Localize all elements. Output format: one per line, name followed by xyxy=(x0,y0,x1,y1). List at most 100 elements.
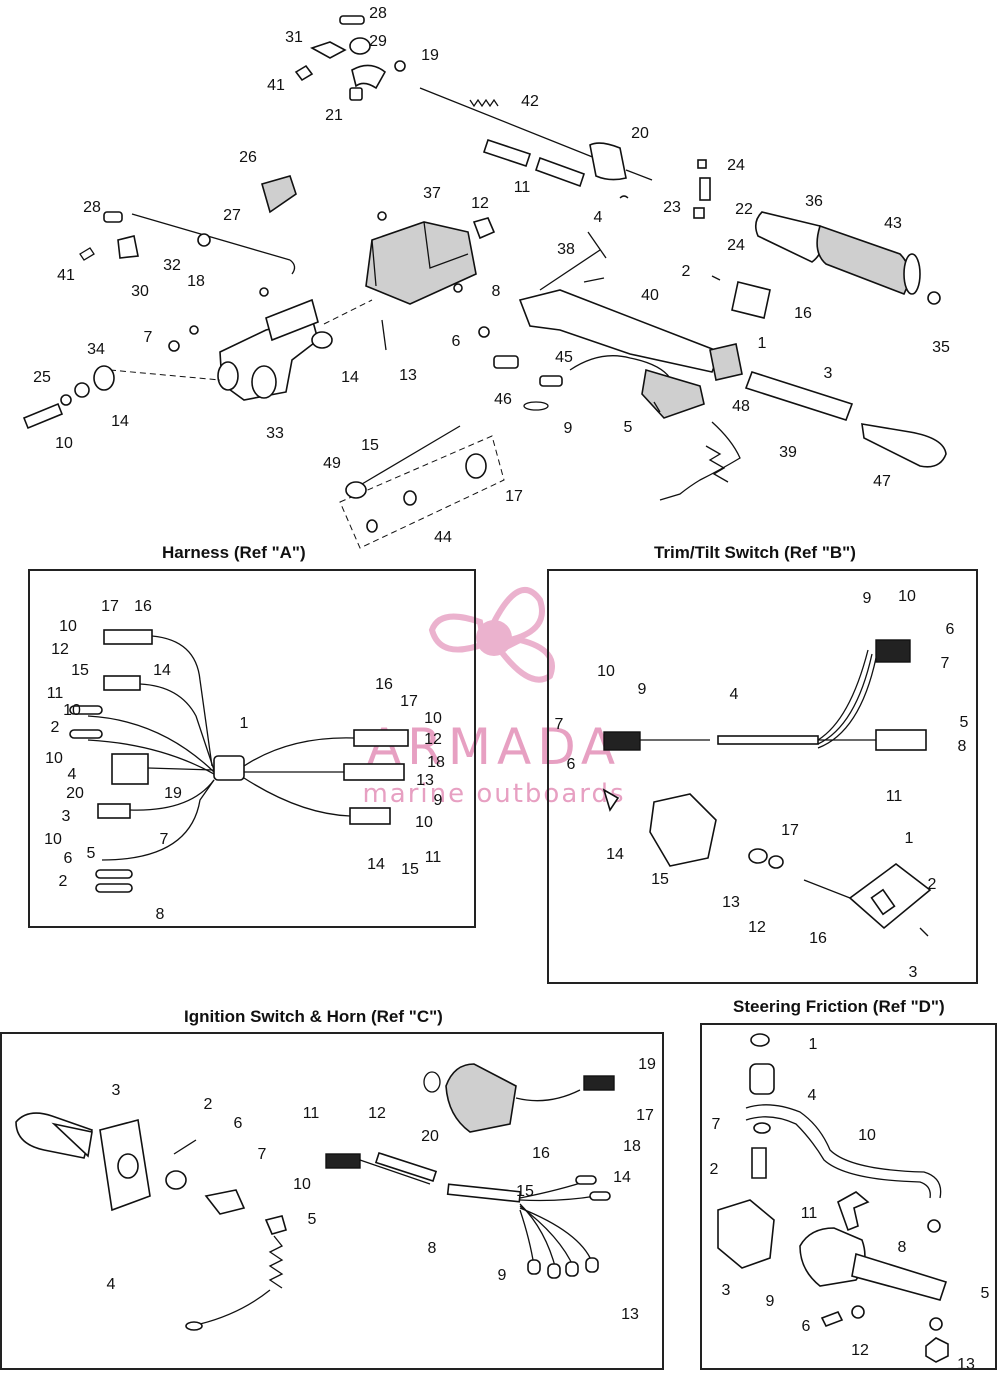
main-callout-42: 42 xyxy=(521,93,539,110)
harness-title: Harness (Ref "A") xyxy=(162,543,306,562)
trim-tilt-title: Trim/Tilt Switch (Ref "B") xyxy=(654,543,856,562)
ignition-callout-9: 9 xyxy=(498,1267,507,1284)
ignition-callout-11: 11 xyxy=(303,1105,320,1122)
main-callout-28: 28 xyxy=(369,5,387,22)
main-callout-12: 12 xyxy=(471,195,489,212)
main-callout-6: 6 xyxy=(452,333,461,350)
trim-tilt-callout-12: 12 xyxy=(748,919,766,936)
harness-callout-1: 1 xyxy=(240,715,249,732)
main-callout-29: 29 xyxy=(369,33,387,50)
trim-tilt-callout-9: 9 xyxy=(863,590,872,607)
harness-callout-9: 9 xyxy=(434,792,443,809)
harness-callout-16: 16 xyxy=(134,598,152,615)
harness-callout-11: 11 xyxy=(425,849,442,866)
main-callout-18: 18 xyxy=(187,273,205,290)
main-callout-23: 23 xyxy=(663,199,681,216)
harness-callout-10: 10 xyxy=(59,618,77,635)
ignition-callout-5: 5 xyxy=(308,1211,317,1228)
main-callout-34: 34 xyxy=(87,341,105,358)
steering-callout-7: 7 xyxy=(712,1116,721,1133)
main-callout-4: 4 xyxy=(594,209,603,226)
harness-callout-16: 16 xyxy=(375,676,393,693)
main-callout-17: 17 xyxy=(505,488,523,505)
main-callout-46: 46 xyxy=(494,391,512,408)
ignition-callout-12: 12 xyxy=(368,1105,386,1122)
main-callout-13: 13 xyxy=(399,367,417,384)
ignition-callout-20: 20 xyxy=(421,1128,439,1145)
ignition-callout-13: 13 xyxy=(621,1306,639,1323)
harness-callout-10: 10 xyxy=(415,814,433,831)
harness-callout-20: 20 xyxy=(66,785,84,802)
harness-callout-17: 17 xyxy=(400,693,418,710)
trim-tilt-callout-1: 1 xyxy=(905,830,914,847)
harness-callout-6: 6 xyxy=(64,850,73,867)
harness-callout-14: 14 xyxy=(367,856,385,873)
ignition-callout-8: 8 xyxy=(428,1240,437,1257)
ignition-callout-2: 2 xyxy=(204,1096,213,1113)
main-callout-7: 7 xyxy=(144,329,153,346)
steering-callout-3: 3 xyxy=(722,1282,731,1299)
main-callout-10: 10 xyxy=(55,435,73,452)
harness-callout-4: 4 xyxy=(68,766,77,783)
main-callout-19: 19 xyxy=(421,47,439,64)
trim-tilt-callout-9: 9 xyxy=(638,681,647,698)
trim-tilt-callout-15: 15 xyxy=(651,871,669,888)
watermark-tagline: marine outboards xyxy=(362,779,625,809)
ignition-title: Ignition Switch & Horn (Ref "C") xyxy=(184,1007,443,1026)
main-callout-43: 43 xyxy=(884,215,902,232)
main-callout-24: 24 xyxy=(727,237,745,254)
harness-callout-2: 2 xyxy=(59,873,68,890)
main-callout-39: 39 xyxy=(779,444,797,461)
trim-tilt-callout-6: 6 xyxy=(567,756,576,773)
main-callout-41: 41 xyxy=(267,77,285,94)
steering-callout-10: 10 xyxy=(858,1127,876,1144)
ignition-callout-6: 6 xyxy=(234,1115,243,1132)
steering-drawing xyxy=(717,1033,949,1363)
ignition-callout-10: 10 xyxy=(293,1176,311,1193)
ignition-callout-15: 15 xyxy=(516,1183,534,1200)
harness-callout-2: 2 xyxy=(51,719,60,736)
steering-callout-6: 6 xyxy=(802,1318,811,1335)
main-callout-32: 32 xyxy=(163,257,181,274)
ignition-drawing xyxy=(15,1063,615,1331)
steering-callout-5: 5 xyxy=(981,1285,990,1302)
harness-callout-13: 13 xyxy=(416,772,434,789)
harness-frame xyxy=(28,569,476,928)
main-callout-24: 24 xyxy=(727,157,745,174)
harness-callout-7: 7 xyxy=(160,831,169,848)
steering-callout-11: 11 xyxy=(801,1205,818,1222)
harness-callout-12: 12 xyxy=(51,641,69,658)
harness-callout-19: 19 xyxy=(164,785,182,802)
harness-callout-5: 5 xyxy=(87,845,96,862)
trim-tilt-callout-4: 4 xyxy=(730,686,739,703)
trim-tilt-callout-17: 17 xyxy=(781,822,799,839)
steering-callout-9: 9 xyxy=(766,1293,775,1310)
main-callout-41: 41 xyxy=(57,267,75,284)
main-callout-14: 14 xyxy=(341,369,359,386)
main-callout-21: 21 xyxy=(325,107,343,124)
main-callout-27: 27 xyxy=(223,207,241,224)
harness-callout-10: 10 xyxy=(44,831,62,848)
main-callout-47: 47 xyxy=(873,473,891,490)
main-callout-45: 45 xyxy=(555,349,573,366)
main-callout-25: 25 xyxy=(33,369,51,386)
ignition-callout-19: 19 xyxy=(638,1056,656,1073)
trim-tilt-drawing xyxy=(602,639,932,937)
trim-tilt-callout-10: 10 xyxy=(898,588,916,605)
main-callout-16: 16 xyxy=(794,305,812,322)
trim-tilt-callout-5: 5 xyxy=(960,714,969,731)
ignition-callout-18: 18 xyxy=(623,1138,641,1155)
harness-callout-10: 10 xyxy=(63,702,81,719)
main-callout-40: 40 xyxy=(641,287,659,304)
harness-callout-15: 15 xyxy=(71,662,89,679)
main-callout-49: 49 xyxy=(323,455,341,472)
ignition-frame xyxy=(0,1032,664,1370)
main-callout-3: 3 xyxy=(824,365,833,382)
main-callout-33: 33 xyxy=(266,425,284,442)
harness-callout-10: 10 xyxy=(424,710,442,727)
harness-callout-8: 8 xyxy=(156,906,165,923)
harness-drawing xyxy=(69,629,409,893)
harness-callout-17: 17 xyxy=(101,598,119,615)
